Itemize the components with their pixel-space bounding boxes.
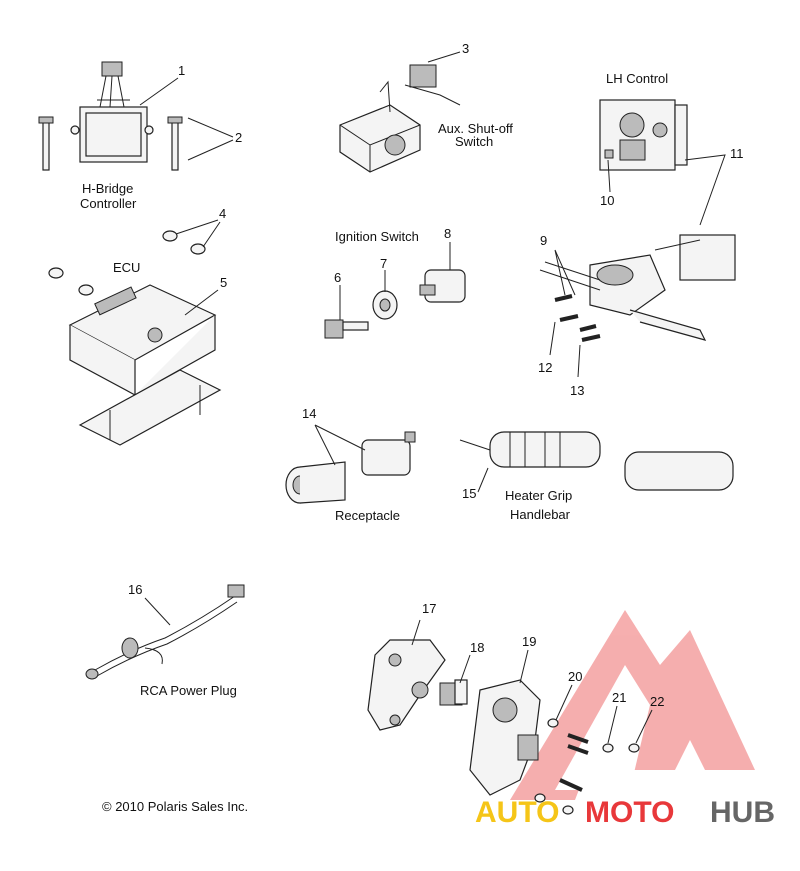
h-bridge-label-line1: H-Bridge bbox=[82, 181, 133, 196]
lh-control-assembly bbox=[599, 99, 688, 171]
callout-2: 2 bbox=[235, 130, 242, 145]
callout-3: 3 bbox=[462, 41, 469, 56]
heater-grip-label-line1: Heater Grip bbox=[505, 488, 572, 503]
watermark-moto: MOTO bbox=[585, 796, 674, 829]
callout-19: 19 bbox=[522, 634, 536, 649]
motor-bracket bbox=[367, 639, 446, 731]
h-bridge-controller bbox=[70, 61, 154, 163]
callout-16: 16 bbox=[128, 582, 142, 597]
copyright-notice: © 2010 Polaris Sales Inc. bbox=[102, 799, 248, 814]
callout-21: 21 bbox=[612, 690, 626, 705]
ignition-switch-label: Ignition Switch bbox=[335, 229, 419, 244]
coupler bbox=[439, 679, 468, 706]
rca-power-plug bbox=[85, 584, 245, 680]
watermark-hub: HUB bbox=[710, 796, 775, 829]
motor-actuator bbox=[469, 679, 541, 796]
callout-20: 20 bbox=[568, 669, 582, 684]
h-bridge-label-line2: Controller bbox=[80, 196, 137, 211]
ignition-cylinder bbox=[419, 269, 466, 303]
screws-9-12-13 bbox=[554, 294, 601, 342]
callout-17: 17 bbox=[422, 601, 436, 616]
nuts-4 bbox=[48, 230, 206, 296]
aux-shutoff-label-line1: Aux. Shut-off bbox=[438, 121, 513, 136]
callout-10: 10 bbox=[600, 193, 614, 208]
ecu-label: ECU bbox=[113, 260, 140, 275]
callout-12: 12 bbox=[538, 360, 552, 375]
callout-6: 6 bbox=[334, 270, 341, 285]
fasteners-20-22 bbox=[534, 718, 640, 815]
callout-13: 13 bbox=[570, 383, 584, 398]
aux-shutoff-switch bbox=[339, 64, 461, 173]
ignition-key bbox=[324, 319, 369, 339]
callout-9: 9 bbox=[540, 233, 547, 248]
watermark-auto: AUTO bbox=[475, 796, 559, 829]
heater-grip bbox=[459, 431, 734, 491]
handlebar-control bbox=[539, 234, 736, 341]
callout-5: 5 bbox=[220, 275, 227, 290]
callout-1: 1 bbox=[178, 63, 185, 78]
ecu-unit bbox=[68, 284, 222, 446]
ignition-nut bbox=[372, 290, 398, 320]
rca-power-plug-label: RCA Power Plug bbox=[140, 683, 237, 698]
lh-control-label: LH Control bbox=[606, 71, 668, 86]
heater-grip-label-line2: Handlebar bbox=[510, 507, 571, 522]
aux-shutoff-label-line2: Switch bbox=[455, 134, 493, 149]
screws-2 bbox=[38, 116, 183, 171]
callout-8: 8 bbox=[444, 226, 451, 241]
watermark-text: AUTO MOTO HUB bbox=[475, 796, 775, 829]
callout-4: 4 bbox=[219, 206, 226, 221]
callout-22: 22 bbox=[650, 694, 664, 709]
callout-11: 11 bbox=[730, 146, 744, 161]
callout-14: 14 bbox=[302, 406, 316, 421]
watermark-logo bbox=[510, 610, 755, 800]
callout-18: 18 bbox=[470, 640, 484, 655]
receptacle bbox=[285, 431, 416, 504]
callout-7: 7 bbox=[380, 256, 387, 271]
receptacle-label: Receptacle bbox=[335, 508, 400, 523]
callout-15: 15 bbox=[462, 486, 476, 501]
